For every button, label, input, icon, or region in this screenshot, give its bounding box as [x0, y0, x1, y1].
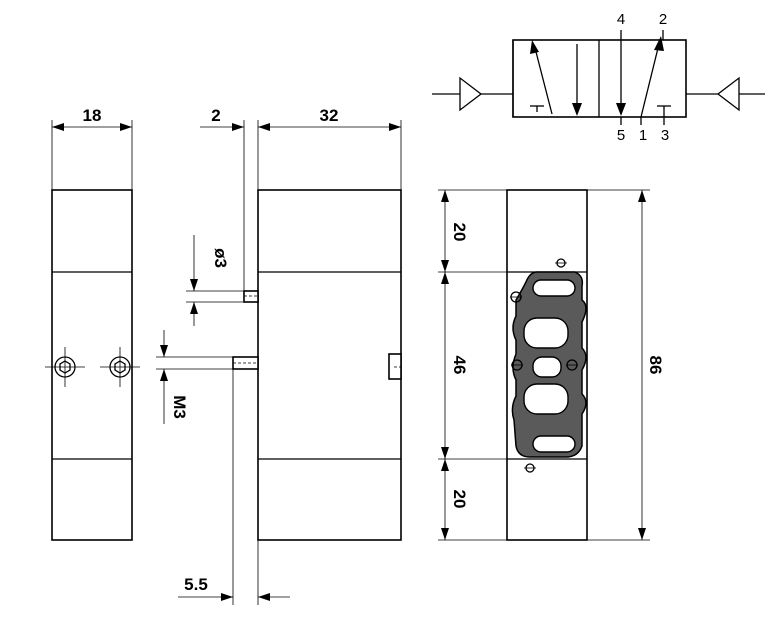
hole-bottom-icon — [524, 463, 536, 473]
manual-override — [388, 353, 402, 380]
port-2-label: 2 — [659, 11, 667, 28]
screw-right-icon — [100, 347, 140, 387]
hole-left-icon — [510, 291, 522, 303]
side-view-left: 18 — [45, 106, 140, 541]
front-view: 2 32 ø3 M3 5.5 — [156, 106, 402, 605]
port-5-label: 5 — [617, 127, 625, 144]
port-3-label: 3 — [661, 127, 669, 144]
port-1-label: 1 — [639, 127, 647, 144]
pin-o3 — [243, 290, 259, 303]
dim-height-20-bottom: 20 — [450, 490, 469, 509]
left-pilot-triangle — [459, 76, 483, 112]
dim-height-46: 46 — [450, 356, 469, 375]
dim-dia-3: ø3 — [211, 248, 230, 268]
gasket-ports — [523, 279, 576, 453]
bottom-view: 20 46 20 86 — [438, 189, 665, 541]
hole-mid-right-icon — [566, 359, 578, 371]
dim-width-32: 32 — [320, 106, 339, 125]
dim-gap-2: 2 — [211, 106, 220, 125]
right-pilot-triangle — [716, 76, 740, 112]
dim-offset-5-5: 5.5 — [184, 575, 208, 594]
pneumatic-symbol: 4 2 5 1 3 — [432, 11, 765, 144]
dim-width-18: 18 — [83, 106, 102, 125]
hole-mid-left-icon — [511, 359, 523, 371]
dim-thread-m3: M3 — [170, 395, 189, 419]
hole-top-icon — [555, 258, 567, 268]
dim-height-86: 86 — [646, 356, 665, 375]
port-4-label: 4 — [617, 11, 625, 28]
dim-height-20-top: 20 — [450, 223, 469, 242]
screw-left-icon — [45, 347, 85, 387]
